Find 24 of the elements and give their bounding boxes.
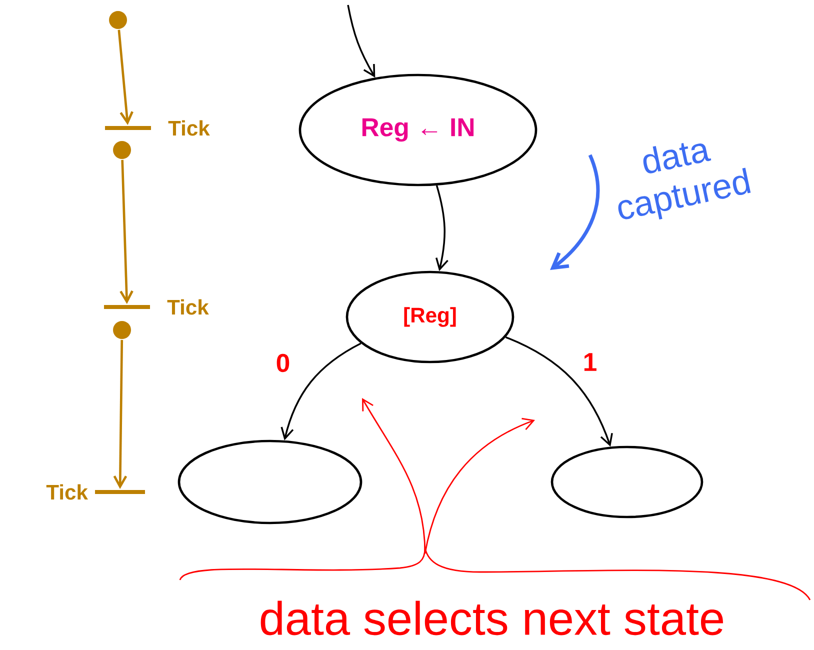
caption-text: data selects next state [260,600,723,636]
annotation-text: data captured [618,142,751,220]
tick-bar [104,305,150,309]
timeline-dot [113,321,131,339]
tick-bar [105,126,151,130]
arrow [120,160,134,304]
timeline-dot [113,141,131,159]
arrow [347,4,376,78]
arrow [436,185,448,272]
arrow [280,342,362,440]
state-ellipse [178,440,362,524]
arrow [113,340,128,490]
tick-label: Tick [46,484,88,500]
arrow [424,418,535,554]
timeline-dot [109,11,127,29]
edge-label: 1 [582,352,598,372]
edge-label: 0 [274,352,292,374]
tick-label: Tick [168,120,210,136]
state-ellipse [550,446,704,518]
arrow [362,398,426,554]
arrow [505,336,613,447]
tick-label: Tick [167,299,209,315]
tick-bar [95,490,145,494]
arrow [118,30,134,126]
